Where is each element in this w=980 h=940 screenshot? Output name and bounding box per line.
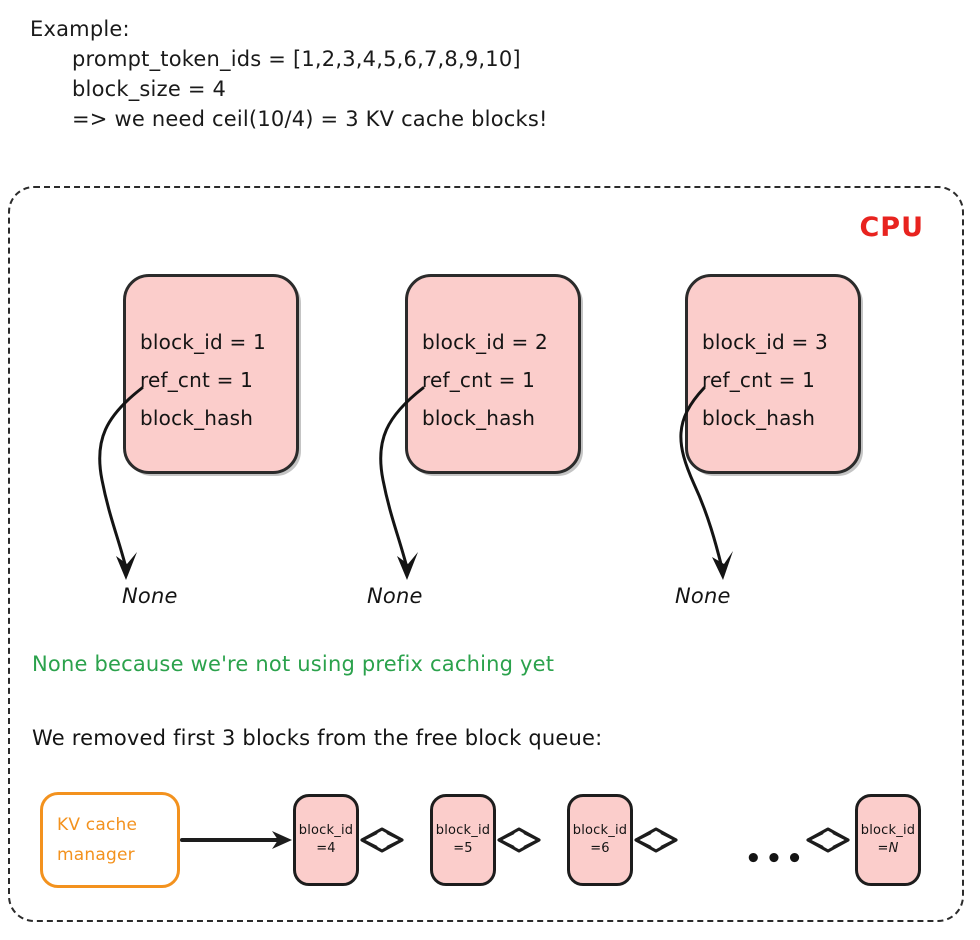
kv-block-3-block-hash: block_hash <box>702 406 816 430</box>
example-line-conclusion: => we need ceil(10/4) = 3 KV cache block… <box>72 107 548 131</box>
queue-ellipsis: ••• <box>745 844 807 874</box>
kv-cache-manager-label-line1: KV cache <box>57 815 138 835</box>
kv-block-3-ref-cnt: ref_cnt = 1 <box>702 368 816 392</box>
free-block-queue-row: KV cache manager block_id =4 block_id =5… <box>10 788 966 908</box>
kv-block-2-ref-cnt: ref_cnt = 1 <box>422 368 536 392</box>
kv-block-1-ref-cnt: ref_cnt = 1 <box>140 368 254 392</box>
queue-block-5-value: =5 <box>453 841 473 856</box>
none-label-2: None <box>367 584 423 608</box>
kv-cache-block-2: block_id = 2 ref_cnt = 1 block_hash <box>405 274 581 474</box>
kv-block-1-block-hash: block_hash <box>140 406 254 430</box>
queue-block-4-label: block_id <box>298 823 354 838</box>
queue-block-n-value: =N <box>877 841 899 856</box>
queue-block-6-value: =6 <box>590 841 610 856</box>
pointer-arrowhead-1 <box>116 552 137 580</box>
cpu-container: CPU block_id = 1 ref_cnt = 1 block_hash … <box>8 186 964 922</box>
example-text-block: Example: prompt_token_ids = [1,2,3,4,5,6… <box>30 14 730 134</box>
queue-link-arrow-6-ellipsis <box>634 827 678 853</box>
queue-block-6: block_id =6 <box>567 794 633 886</box>
manager-to-queue-arrow <box>180 831 292 849</box>
none-label-3: None <box>675 584 731 608</box>
queue-block-n-label: block_id <box>860 823 916 838</box>
queue-block-4-value: =4 <box>316 841 336 856</box>
none-label-1: None <box>122 584 178 608</box>
kv-block-1-block-id: block_id = 1 <box>140 330 266 354</box>
kv-cache-block-3: block_id = 3 ref_cnt = 1 block_hash <box>685 274 861 474</box>
queue-block-5: block_id =5 <box>430 794 496 886</box>
queue-block-5-label: block_id <box>435 823 491 838</box>
kv-block-3-block-id: block_id = 3 <box>702 330 828 354</box>
queue-link-arrow-4-5 <box>360 827 404 853</box>
kv-block-2-block-hash: block_hash <box>422 406 536 430</box>
kv-cache-manager-box: KV cache manager <box>40 792 180 888</box>
kv-cache-manager-label-line2: manager <box>57 845 135 865</box>
cpu-label: CPU <box>859 212 924 243</box>
pointer-arrowhead-3 <box>712 551 733 580</box>
queue-block-4: block_id =4 <box>293 794 359 886</box>
kv-block-2-block-id: block_id = 2 <box>422 330 548 354</box>
prefix-caching-note: None because we're not using prefix cach… <box>32 652 555 676</box>
removed-blocks-note: We removed first 3 blocks from the free … <box>32 726 603 750</box>
queue-link-arrow-5-6 <box>497 827 541 853</box>
queue-block-6-label: block_id <box>572 823 628 838</box>
pointer-arrowhead-2 <box>397 552 418 580</box>
example-line-prompt-token-ids: prompt_token_ids = [1,2,3,4,5,6,7,8,9,10… <box>72 47 521 71</box>
queue-block-n: block_id =N <box>855 794 921 886</box>
example-line-block-size: block_size = 4 <box>72 77 227 101</box>
queue-link-arrow-ellipsis-n <box>806 827 850 853</box>
pointer-arrowheads <box>116 551 733 580</box>
example-title: Example: <box>30 17 130 41</box>
kv-cache-block-1: block_id = 1 ref_cnt = 1 block_hash <box>123 274 299 474</box>
